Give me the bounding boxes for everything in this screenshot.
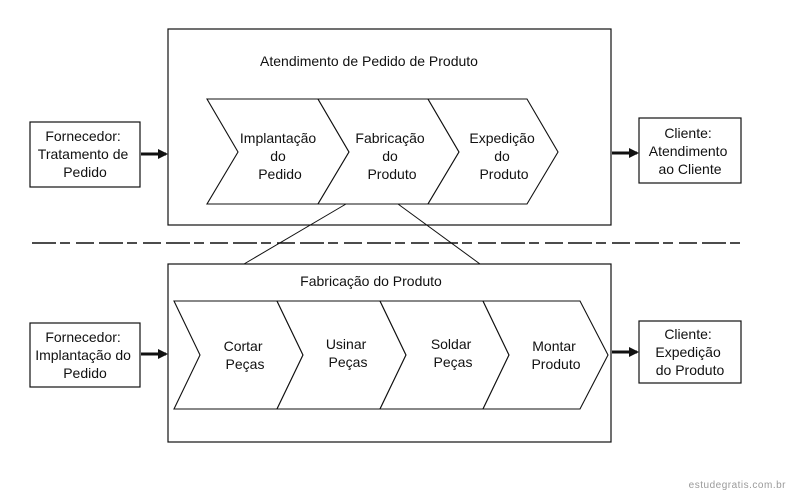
bottom-chevron-4: Montar Produto <box>482 300 609 410</box>
bottom-client-label: Cliente: Expedição do Produto <box>655 326 724 378</box>
zoom-line-right <box>397 203 481 265</box>
bottom-client-box <box>638 320 742 384</box>
top-step-1-label: Implantação do Pedido <box>240 130 320 182</box>
top-step-2-label: Fabricação do Produto <box>355 130 428 182</box>
top-process-title: Atendimento de Pedido de Produto <box>260 53 478 69</box>
watermark: estudegratis.com.br <box>689 480 786 491</box>
bottom-chevron-1: Cortar Peças <box>173 300 304 410</box>
bottom-step-3-label: Soldar Peças <box>431 336 475 370</box>
bottom-step-1-label: Cortar Peças <box>224 338 267 372</box>
top-supplier-box <box>29 121 141 188</box>
top-chevron-3: Expedição do Produto <box>427 98 559 205</box>
top-client-label: Cliente: Atendimento ao Cliente <box>649 125 732 177</box>
bottom-chevron-3: Soldar Peças <box>379 300 510 410</box>
top-client-box <box>638 117 742 184</box>
bottom-supplier-box <box>29 322 141 388</box>
bottom-step-2-label: Usinar Peças <box>326 336 370 370</box>
bottom-step-4-label: Montar Produto <box>531 338 580 372</box>
bottom-process-title: Fabricação do Produto <box>300 273 442 289</box>
zoom-line-left <box>243 203 347 265</box>
top-step-3-label: Expedição do Produto <box>469 130 538 182</box>
bottom-supplier-label: Fornecedor: Implantação do Pedido <box>35 329 135 381</box>
top-supplier-label: Fornecedor: Tratamento de Pedido <box>38 128 132 180</box>
